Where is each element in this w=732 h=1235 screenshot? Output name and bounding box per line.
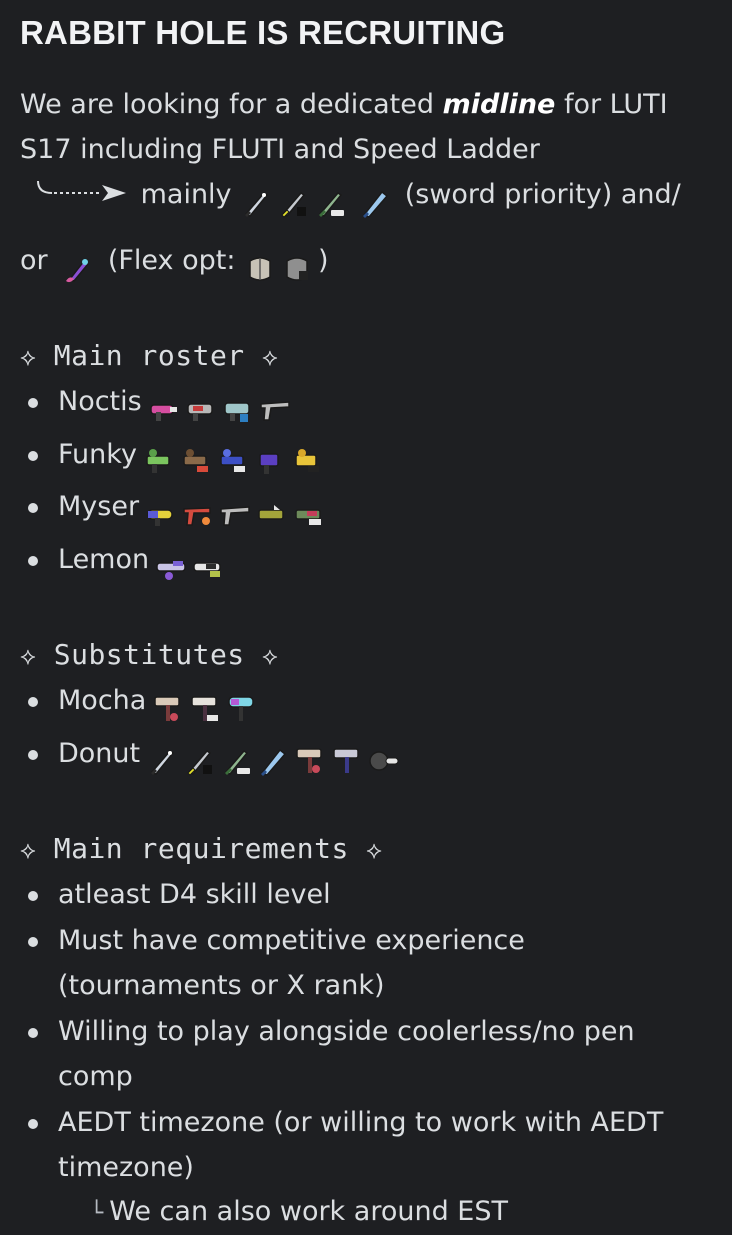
list-item: AEDT timezone (or willing to work with A… [20, 1100, 712, 1191]
section-heading-requirements: ⟡ Main requirements ⟡ [20, 827, 712, 872]
sparkle-icon: ⟡ [20, 343, 37, 371]
player-name: Lemon [58, 543, 150, 575]
pistol-icon [259, 394, 291, 426]
intro-text: ) [318, 245, 329, 276]
recruitment-post: RABBIT HOLE IS RECRUITING We are looking… [20, 14, 712, 1227]
roller-icon [152, 693, 184, 725]
splatana-icon [220, 745, 252, 777]
reply-hook-icon: └ [90, 1200, 104, 1226]
heading-text: Main roster [53, 339, 245, 372]
roller-icon [331, 745, 363, 777]
intro-text: We are looking for a dedicated [20, 89, 443, 120]
splatana-icon [146, 745, 178, 777]
weapon-emoji-group [152, 685, 263, 731]
player-name: Mocha [58, 685, 147, 716]
intro-line-1: We are looking for a dedicated midline f… [20, 82, 712, 127]
main-roster-list: Noctis Funky Myser Lemon [20, 379, 712, 589]
intro-paragraph: We are looking for a dedicated midline f… [20, 82, 712, 290]
shooter-icon [145, 499, 177, 531]
pistol-icon [219, 499, 251, 531]
shooter-icon [291, 446, 323, 478]
sparkle-icon: ⟡ [366, 836, 383, 864]
weapon-emoji-group [244, 245, 318, 290]
weapon-emoji-group [155, 544, 229, 590]
player-name: Donut [58, 737, 141, 769]
shooter-icon [180, 446, 212, 478]
weapon-emoji-group [143, 439, 328, 485]
weapon-emoji-group [240, 179, 396, 224]
player-name: Myser [58, 491, 140, 522]
list-item: Donut [20, 731, 712, 784]
splatana-icon [277, 187, 309, 219]
splatana-icon [257, 745, 289, 777]
intro-text: (Flex opt: [107, 245, 236, 276]
roller-icon [226, 693, 258, 725]
intro-text: for LUTI [555, 89, 668, 120]
list-item: atleast D4 skill level [20, 872, 712, 918]
intro-line-2: S17 including FLUTI and Speed Ladder [20, 134, 540, 165]
player-name: Noctis [58, 386, 142, 417]
roller-icon [189, 693, 221, 725]
list-item: Lemon [20, 537, 712, 590]
substitutes-list: Mocha Donut [20, 678, 712, 783]
curved-arrow-icon [37, 180, 126, 201]
splatana-icon [359, 187, 391, 219]
brella-icon [244, 253, 276, 285]
sparkle-icon: ⟡ [262, 642, 279, 670]
shooter-icon [217, 446, 249, 478]
list-item: Myser [20, 484, 712, 537]
list-item: Mocha [20, 678, 712, 731]
shooter-icon [143, 446, 175, 478]
intro-line-3: mainly (sword priority) and/ [20, 172, 712, 224]
burst-bomb-icon [368, 745, 400, 777]
section-heading-substitutes: ⟡ Substitutes ⟡ [20, 633, 712, 678]
list-item: Funky [20, 432, 712, 485]
blaster-icon [222, 394, 254, 426]
post-title: RABBIT HOLE IS RECRUITING [20, 14, 506, 51]
requirements-sub-note: └We can also work around EST [20, 1191, 712, 1235]
list-item: Noctis [20, 379, 712, 432]
list-item: Willing to play alongside coolerless/no … [20, 1009, 712, 1100]
blaster-icon [148, 394, 180, 426]
splatana-icon [183, 745, 215, 777]
splatana-icon [240, 187, 272, 219]
splatana-icon [314, 187, 346, 219]
brush-icon [62, 253, 94, 285]
blaster-icon [185, 394, 217, 426]
requirements-list: atleast D4 skill level Must have competi… [20, 872, 712, 1191]
sparkle-icon: ⟡ [20, 836, 37, 864]
heading-text: Substitutes [53, 638, 245, 671]
section-heading-main-roster: ⟡ Main roster ⟡ [20, 334, 712, 379]
charger-icon [192, 551, 224, 583]
heading-text: Main requirements [53, 832, 349, 865]
sparkle-icon: ⟡ [262, 343, 279, 371]
weapon-emoji-group [146, 738, 405, 784]
player-name: Funky [58, 438, 137, 470]
note-text: We can also work around EST [109, 1195, 508, 1227]
intro-text: or [20, 245, 48, 276]
intro-line-4: or (Flex opt: ) [20, 238, 712, 290]
weapon-emoji-group [56, 245, 99, 290]
shooter-icon [293, 499, 325, 531]
list-item: Must have competitive experience (tourna… [20, 918, 712, 1009]
roller-icon [294, 745, 326, 777]
sparkle-icon: ⟡ [20, 642, 37, 670]
intro-text: (sword priority) and/ [404, 179, 681, 210]
shooter-icon [256, 499, 288, 531]
weapon-emoji-group [145, 491, 330, 537]
shooter-icon [254, 446, 286, 478]
charger-icon [155, 551, 187, 583]
brella-icon [281, 253, 313, 285]
weapon-emoji-group [148, 386, 296, 432]
emphasis-midline: midline [442, 89, 556, 120]
intro-text: mainly [140, 179, 232, 210]
pistol-icon [182, 499, 214, 531]
